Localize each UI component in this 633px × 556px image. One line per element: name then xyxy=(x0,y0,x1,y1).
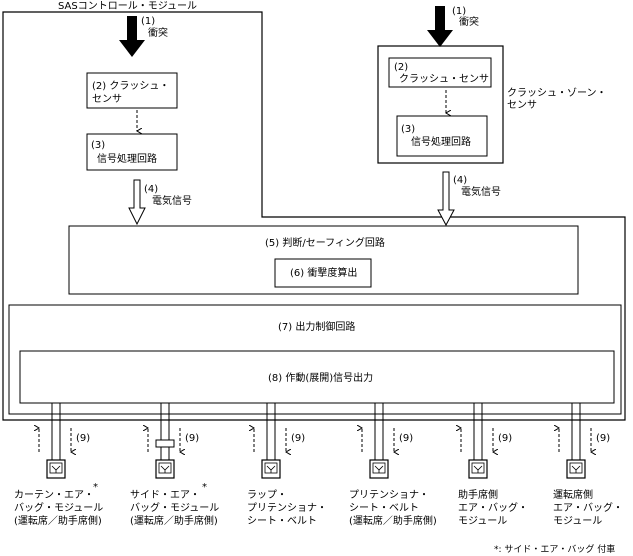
right-impact-text: 衝突 xyxy=(459,15,479,28)
right-electric-text: 電気信号 xyxy=(461,185,501,198)
signal-label: (9) xyxy=(185,433,199,444)
right-crash-sensor-num: (2) xyxy=(394,62,408,73)
footnote-star: * xyxy=(93,482,98,493)
right-signal-circuit-text: 信号処理回路 xyxy=(411,135,471,148)
left-impact-text: 衝突 xyxy=(148,26,168,39)
left-crash-sensor-box xyxy=(86,72,178,109)
judge-safing-text: (5) 判断/セーフィング回路 xyxy=(265,236,385,249)
right-electric-signal-arrow-icon xyxy=(437,171,455,227)
right-impact-arrow-icon xyxy=(427,6,453,47)
footnote: *: サイド・エア・バッグ 付車 xyxy=(494,543,615,555)
left-crash-sensor-text-2: センサ xyxy=(92,93,122,105)
right-crash-sensor-box xyxy=(388,57,492,88)
left-impact-arrow-icon xyxy=(119,16,145,57)
connector xyxy=(155,439,175,448)
output-label-line: シート・ベルト xyxy=(349,502,419,514)
output-label-line: バッグ・モジュール xyxy=(130,501,219,514)
output-label-line: 助手席側 xyxy=(458,488,498,501)
impact-calc-box xyxy=(274,258,372,288)
left-signal-circuit-text: 信号処理回路 xyxy=(97,152,157,165)
left-impact-num: (1) xyxy=(141,16,155,27)
output-label-line: モジュール xyxy=(553,516,602,527)
squib-icon xyxy=(566,459,586,479)
output-channel-4: (9) プリテンショナ・シート・ベルト(運転席／助手席側) xyxy=(349,403,437,527)
signal-label: (9) xyxy=(596,433,610,444)
output-channel-1: (9) カーテン・エア・バッグ・モジュール(運転席／助手席側) * xyxy=(14,403,103,527)
squib-icon xyxy=(468,459,488,479)
signal-label: (9) xyxy=(76,433,90,444)
output-label-line: (運転席／助手席側) xyxy=(14,514,102,527)
right-signal-circuit-box xyxy=(396,115,488,157)
squib-icon xyxy=(369,459,389,479)
left-electric-text: 電気信号 xyxy=(152,194,192,207)
output-label-line: プリテンショナ・ xyxy=(349,489,429,501)
output-label-line: サイド・エア・ xyxy=(130,489,200,501)
output-label-line: カーテン・エア・ xyxy=(14,489,94,501)
left-electric-num: (4) xyxy=(144,184,158,195)
output-channels: (9)カーテン・エア・バッグ・モジュール(運転席／助手席側)*(9)サイド・エア… xyxy=(14,403,623,527)
right-signal-circuit-num: (3) xyxy=(401,124,415,135)
drive-output-box xyxy=(19,350,615,404)
signal-label: (9) xyxy=(399,433,413,444)
sas-module-outline xyxy=(2,11,626,421)
left-crash-sensor-text-1: (2) クラッシュ・ xyxy=(92,80,169,92)
squib-icon xyxy=(46,459,66,479)
signal-label: (9) xyxy=(498,433,512,444)
impact-calc-text: (6) 衝撃度算出 xyxy=(290,266,357,279)
output-label-line: (運転席／助手席側) xyxy=(349,514,437,527)
output-control-text: (7) 出力制御回路 xyxy=(278,320,355,333)
output-channel-3: (9) ラップ・プリテンショナ・シート・ベルト xyxy=(247,403,327,527)
output-label-line: エア・バッグ・ xyxy=(458,501,528,514)
output-label-line: (運転席／助手席側) xyxy=(130,514,218,527)
left-signal-circuit-box xyxy=(86,133,178,171)
output-label-line: エア・バッグ・ xyxy=(553,501,623,514)
footnote-star: * xyxy=(202,482,207,493)
squib-icon xyxy=(261,459,281,479)
output-label-line: バッグ・モジュール xyxy=(14,501,103,514)
left-signal-circuit-num: (3) xyxy=(91,140,105,151)
signal-label: (9) xyxy=(291,433,305,444)
right-crash-sensor-text: クラッシュ・センサ xyxy=(399,73,489,85)
right-impact-num: (1) xyxy=(452,6,466,17)
output-label-line: モジュール xyxy=(458,516,507,527)
crash-zone-label-1: クラッシュ・ゾーン・ xyxy=(507,87,607,99)
left-electric-signal-arrow-icon xyxy=(128,179,146,226)
output-label-line: 運転席側 xyxy=(553,488,593,501)
sas-module-label: SASコントロール・モジュール xyxy=(58,1,197,12)
output-label-line: シート・ベルト xyxy=(247,515,317,527)
drive-output-text: (8) 作動(展開)信号出力 xyxy=(268,371,373,384)
right-electric-num: (4) xyxy=(453,175,467,186)
crash-zone-label-2: センサ xyxy=(507,99,537,111)
output-channel-2: (9) サイド・エア・バッグ・モジュール(運転席／助手席側) * xyxy=(130,403,219,527)
output-label-line: ラップ・ xyxy=(247,489,287,501)
squib-icon xyxy=(155,459,175,479)
output-label-line: プリテンショナ・ xyxy=(247,502,327,514)
